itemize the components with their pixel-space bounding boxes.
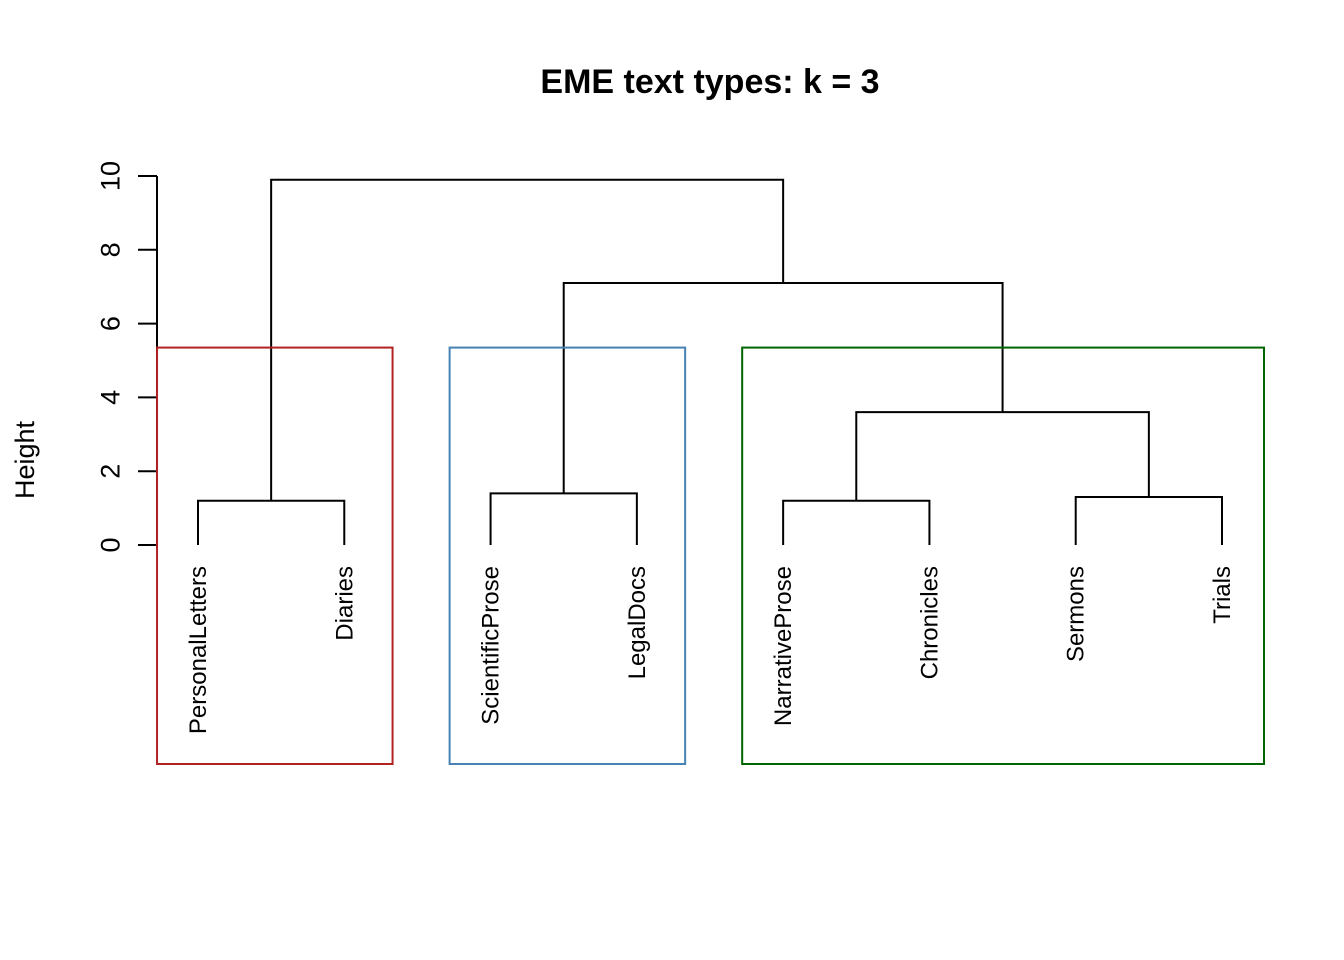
leaf-label: PersonalLetters [185,566,212,734]
cluster-rectangle [156,346,394,765]
dendrogram-branch [782,499,931,545]
dendrogram-branches [197,178,1223,545]
y-tick-label: 0 [95,537,125,552]
leaf-label: Diaries [331,566,358,641]
chart-title: EME text types: k = 3 [540,63,879,101]
dendrogram-branch [1074,496,1223,545]
y-tick-label: 4 [95,390,125,405]
dendrogram-branch [562,282,1004,494]
cluster-rectangle [448,346,687,765]
cluster-rectangles [156,346,1265,765]
leaf-label: LegalDocs [624,566,651,679]
y-tick-label: 8 [95,242,125,257]
leaf-label: ScientificProse [478,566,505,725]
leaf-label: Trials [1209,566,1236,624]
y-axis: 0 2 4 6 8 10 [95,161,158,553]
leaf-labels: PersonalLetters Diaries ScientificProse Leg… [185,566,1236,734]
leaf-label: NarrativeProse [770,566,797,726]
y-tick-label: 6 [95,316,125,331]
y-tick-label: 2 [95,464,125,479]
dendrogram-branch [197,499,346,545]
cluster-rectangle [741,346,1265,765]
leaf-label: Sermons [1063,566,1090,662]
dendrogram-branch [855,411,1150,501]
y-axis-label: Height [10,420,40,499]
dendrogram-branch [270,178,785,501]
leaf-label: Chronicles [916,566,943,679]
dendrogram-branch [489,492,638,545]
y-tick-label: 10 [95,161,125,191]
